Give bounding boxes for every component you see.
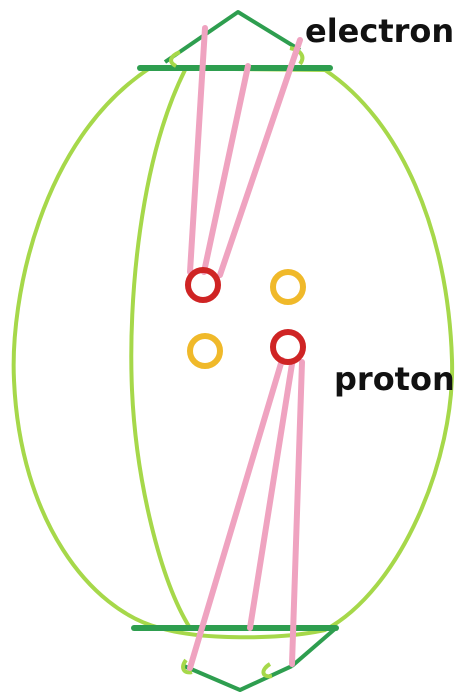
inner-meridian-curve: [131, 70, 190, 628]
bottom-cap-diamond: [184, 666, 292, 690]
neutral-circle-upper-right: [273, 272, 303, 302]
top-cap-left-curl: [171, 52, 180, 66]
electron-circle-lower: [273, 332, 303, 362]
bottom-strand-3: [292, 362, 302, 664]
bottom-cap-right-curl: [263, 664, 272, 676]
bottom-strands: [190, 360, 302, 668]
top-cap-diamond: [165, 12, 300, 62]
top-strand-1: [190, 28, 205, 272]
neutral-circle-lower-left: [190, 336, 220, 366]
top-strand-2: [204, 66, 248, 272]
proton-label: proton: [334, 360, 455, 398]
electron-label: electron: [305, 12, 454, 50]
top-strand-3: [220, 40, 300, 275]
outer-oval-outline: [14, 68, 452, 637]
